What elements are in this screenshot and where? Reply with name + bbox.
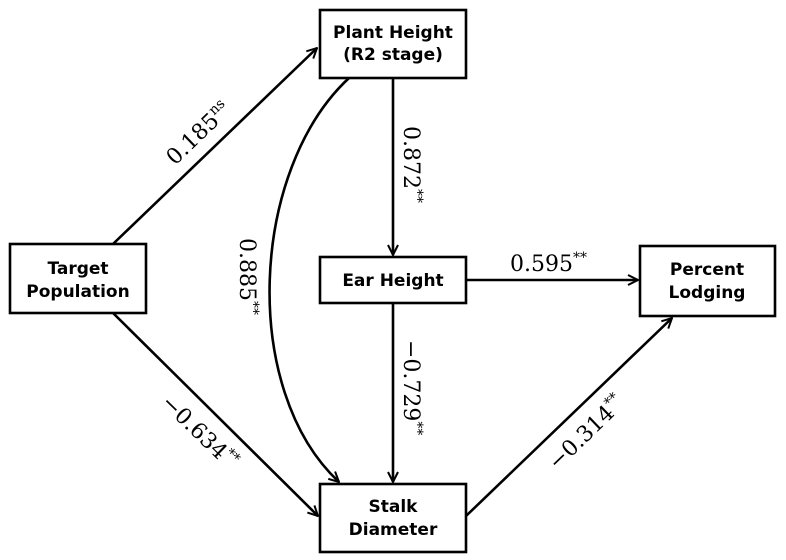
- coef-target-to-plant-height: 0.185ns: [160, 96, 236, 170]
- node-ear-height: Ear Height: [318, 255, 468, 305]
- node-plant-height: Plant Height (R2 stage): [318, 8, 468, 80]
- coef-stalk-diameter-to-percent-lodging: −0.314**: [542, 390, 629, 476]
- node-target-population: Target Population: [8, 242, 148, 315]
- edge-target-to-stalk-diameter: [112, 312, 318, 516]
- node-stalk-diameter-line2: Diameter: [349, 520, 438, 540]
- node-plant-height-line2: (R2 stage): [343, 45, 443, 65]
- node-percent-lodging-line1: Percent: [670, 260, 744, 280]
- node-target-population-line1: Target: [47, 259, 108, 279]
- node-percent-lodging: Percent Lodging: [638, 244, 777, 318]
- node-percent-lodging-line2: Lodging: [669, 283, 746, 303]
- edge-plant-height-to-stalk-diameter: [268, 77, 350, 482]
- edge-stalk-diameter-to-percent-lodging: [465, 318, 672, 517]
- coef-plant-height-to-stalk-diameter: 0.885**: [234, 238, 261, 315]
- coef-ear-height-to-stalk-diameter: −0.729**: [398, 340, 425, 435]
- node-ear-height-label: Ear Height: [342, 271, 443, 291]
- coef-ear-height-to-percent-lodging: 0.595**: [510, 250, 587, 277]
- node-target-population-line2: Population: [26, 282, 129, 302]
- coef-target-to-stalk-diameter: −0.634**: [156, 389, 243, 475]
- node-plant-height-line1: Plant Height: [333, 23, 453, 43]
- node-stalk-diameter: Stalk Diameter: [318, 482, 468, 554]
- coef-plant-height-to-ear-height: 0.872**: [398, 126, 425, 203]
- edge-target-to-plant-height: [112, 48, 317, 245]
- node-stalk-diameter-line1: Stalk: [369, 497, 419, 517]
